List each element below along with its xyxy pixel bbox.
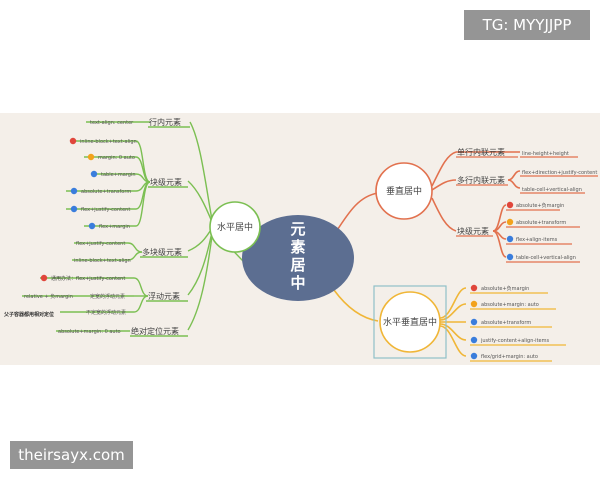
- left-inline-label: 行内元素: [149, 117, 181, 127]
- right-top-branch-lines: [335, 151, 521, 258]
- left-block-item-3: table+margin: [101, 172, 136, 178]
- right-top-node-label: 垂直居中: [386, 185, 422, 197]
- badge-icon: [470, 284, 478, 292]
- right-bottom-node-label: 水平垂直居中: [383, 316, 437, 328]
- center-char-1: 元: [290, 220, 305, 238]
- watermark-bottom: theirsayx.com: [10, 441, 133, 469]
- left-block-item-2: margin: 0 auto: [98, 155, 135, 161]
- rt-block-items: absolute+负margin absolute+transform flex…: [506, 201, 576, 261]
- rb-item-4: justify-content+align-items: [480, 338, 549, 344]
- left-multi-item-2: inline-block+text-align: [74, 258, 131, 264]
- badge-icon: [506, 218, 514, 226]
- left-float-item-2: 定宽的浮动元素: [90, 293, 125, 300]
- rb-items: absolute+负margin absolute+margin: auto a…: [470, 284, 549, 360]
- right-bottom-underlines: [470, 292, 566, 362]
- left-block-item-1: inline-block+text-align: [80, 139, 137, 145]
- left-block-items: inline-block+text-align margin: 0 auto t…: [69, 137, 137, 230]
- left-float-label: 浮动元素: [148, 291, 180, 301]
- rt-multi-line-item-1: flex+direction+justify-content: [522, 170, 597, 176]
- left-float-item-3: 不定宽的浮动元素: [86, 309, 126, 316]
- left-absolute-item: absolute+margin: 0 auto: [58, 329, 121, 335]
- right-bottom-node: [379, 291, 441, 353]
- badge-icon: [70, 187, 78, 195]
- right-top-underlines: [456, 156, 598, 263]
- center-char-2: 素: [290, 238, 305, 256]
- left-multi-label: 多块级元素: [142, 247, 182, 257]
- left-absolute-label: 绝对定位元素: [131, 326, 179, 336]
- rt-multi-line-item-2: table-cell+vertical-align: [522, 187, 582, 193]
- rt-block-item-4: table-cell+vertical-align: [516, 255, 576, 261]
- right-top-node: [375, 162, 433, 220]
- rt-multi-line-label: 多行内联元素: [457, 175, 505, 185]
- badge-icon: [69, 137, 77, 145]
- selection-box: [373, 285, 447, 359]
- left-float-item-1: 通用办法：flex+justify-content: [51, 275, 125, 282]
- left-block-label: 块级元素: [150, 177, 182, 187]
- rb-item-1: absolute+负margin: [481, 285, 529, 292]
- left-inline-item: text-align: center: [90, 120, 134, 126]
- badge-icon: [506, 253, 514, 261]
- center-char-3: 居: [290, 256, 305, 274]
- badge-icon: [470, 318, 478, 326]
- rt-single-line-label: 单行内联元素: [457, 147, 505, 157]
- left-branch-lines: [22, 121, 245, 332]
- badge-icon: [87, 153, 95, 161]
- badge-icon: [470, 300, 478, 308]
- rt-single-line-item: line-height+height: [522, 151, 569, 157]
- rt-block-item-3: flex+align-items: [516, 237, 558, 243]
- left-block-item-6: flex+margin: [99, 224, 130, 230]
- rb-item-5: flex/grid+margin: auto: [481, 354, 538, 360]
- rt-block-item-1: absolute+负margin: [516, 202, 564, 209]
- left-node: [209, 201, 261, 253]
- badge-icon: [88, 222, 96, 230]
- left-float-item-2-prefix: relative + 负margin: [24, 293, 73, 300]
- badge-icon: [70, 205, 78, 213]
- left-float-note: 父子容器都用相对定位: [3, 311, 54, 318]
- badge-icon: [90, 170, 98, 178]
- left-multi-item-1: flex+justify-content: [76, 241, 125, 247]
- left-block-item-4: absolute+transform: [81, 189, 131, 195]
- watermark-top: TG: MYYJJPP: [464, 10, 590, 40]
- badge-icon: [506, 201, 514, 209]
- left-node-label: 水平居中: [217, 221, 253, 233]
- rt-block-label: 块级元素: [457, 226, 489, 236]
- rt-block-item-2: absolute+transform: [516, 220, 566, 226]
- badge-icon: [470, 352, 478, 360]
- left-label-underlines: [130, 126, 190, 337]
- rb-item-2: absolute+margin: auto: [481, 302, 539, 308]
- badge-icon: [506, 235, 514, 243]
- warning-icon: [40, 274, 48, 282]
- center-char-4: 中: [290, 274, 305, 292]
- center-node: [242, 215, 354, 301]
- rb-item-3: absolute+transform: [481, 320, 531, 326]
- badge-icon: [470, 336, 478, 344]
- left-block-item-5: flex+justify-content: [81, 207, 130, 213]
